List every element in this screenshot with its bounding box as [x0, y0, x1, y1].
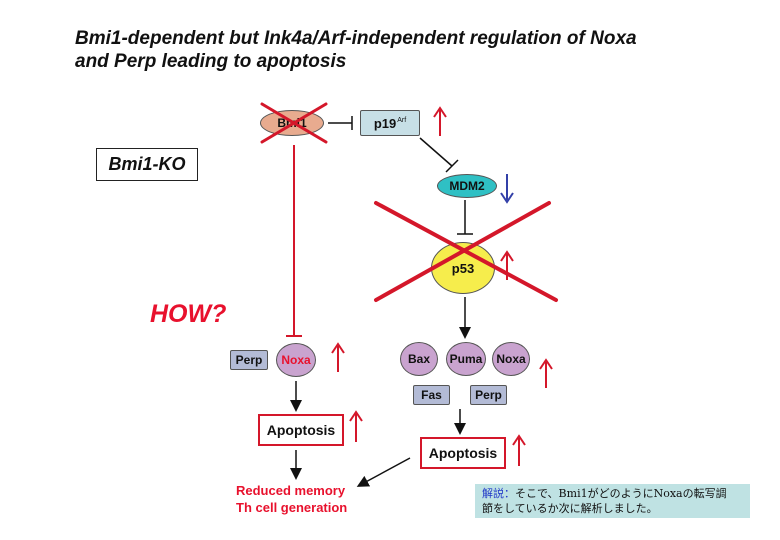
mdm2-label: MDM2 [449, 179, 485, 193]
noxa-left-node: Noxa [276, 343, 316, 377]
apoptosis-left-label: Apoptosis [266, 422, 336, 438]
outcome-line-1: Reduced memory [236, 483, 346, 498]
note-line-2: 節をしているか次に解析しました。 [482, 502, 658, 515]
bax-node: Bax [400, 342, 438, 376]
p19-label: p19 [373, 115, 397, 131]
up-arrow-p53 [500, 250, 514, 280]
p53-label: p53 [451, 260, 475, 276]
page-title: Bmi1-dependent but Ink4a/Arf-independent… [75, 27, 715, 73]
note-line-1: そこで、Bmi1がどのようにNoxaの転写調 [515, 487, 727, 500]
apoptosis-right-box: Apoptosis [420, 437, 506, 469]
perp-left-label: Perp [235, 353, 263, 367]
p19-superscript: Arf [397, 116, 407, 124]
inhibit-bar-mdm2 [445, 159, 459, 173]
up-arrow-p19 [433, 106, 447, 136]
noxa-right-label: Noxa [496, 352, 526, 366]
condition-label-box: Bmi1-KO [96, 148, 198, 181]
up-arrow-noxa-left [331, 342, 345, 372]
title-line-1: Bmi1-dependent but Ink4a/Arf-independent… [75, 28, 637, 49]
outcome-line-2: Th cell generation [236, 500, 348, 515]
apoptosis-right-label: Apoptosis [428, 445, 498, 461]
explanation-note: 解説：そこで、Bmi1がどのようにNoxaの転写調 節をしているか次に解析しまし… [475, 484, 750, 518]
arrow-apoptosis-outcome-right [356, 457, 411, 487]
puma-node: Puma [446, 342, 486, 376]
perp-right-label: Perp [475, 388, 502, 402]
inhibit-p19-mdm2 [419, 137, 453, 167]
p53-node: p53 [431, 242, 495, 294]
up-arrow-apoptosis-right [512, 434, 526, 466]
condition-label: Bmi1-KO [108, 154, 186, 174]
fas-label: Fas [421, 388, 442, 402]
up-arrow-effectors-right [539, 358, 553, 388]
perp-left-node: Perp [230, 350, 268, 370]
mdm2-node: MDM2 [437, 174, 497, 198]
noxa-right-node: Noxa [492, 342, 530, 376]
bax-label: Bax [407, 352, 430, 366]
perp-right-node: Perp [470, 385, 507, 405]
down-arrow-mdm2 [500, 174, 514, 204]
apoptosis-left-box: Apoptosis [258, 414, 344, 446]
note-key: 解説： [482, 487, 515, 500]
bmi1-label: Bmi1 [277, 116, 307, 130]
up-arrow-apoptosis-left [349, 410, 363, 442]
noxa-left-label: Noxa [281, 353, 311, 367]
puma-label: Puma [449, 352, 483, 366]
title-line-2: and Perp leading to apoptosis [75, 51, 347, 72]
question-label: HOW? [150, 300, 227, 328]
outcome-text: Reduced memory Th cell generation [236, 482, 347, 516]
bmi1-node: Bmi1 [260, 110, 324, 136]
fas-node: Fas [413, 385, 450, 405]
